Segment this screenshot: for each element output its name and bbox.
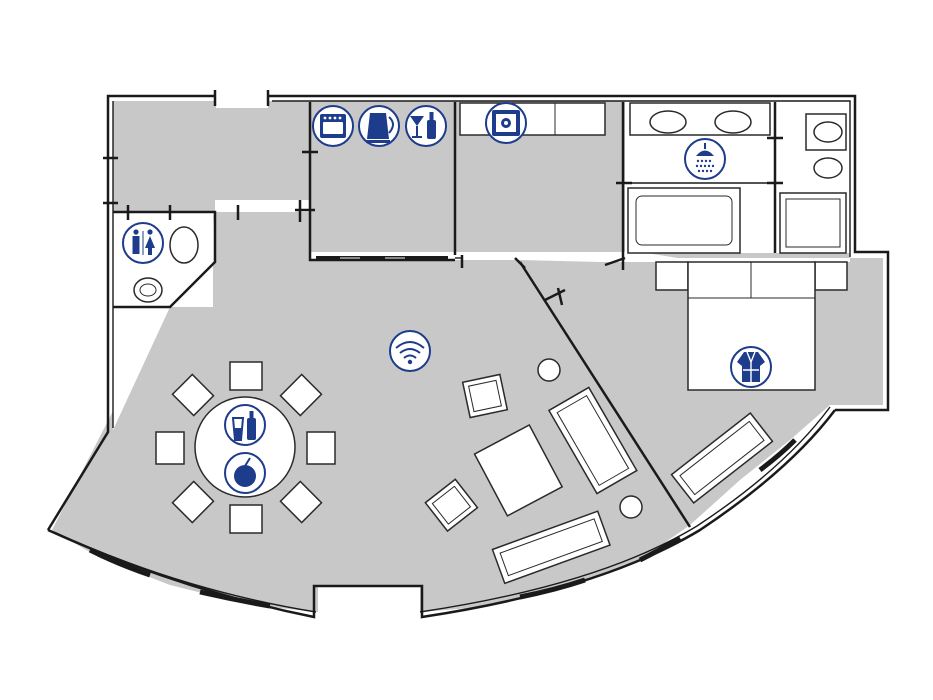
bedroom-furniture bbox=[655, 261, 848, 505]
wifi-icon bbox=[389, 330, 431, 372]
shower-icon bbox=[684, 138, 726, 180]
sofa-bottom bbox=[491, 510, 611, 585]
wc-sink bbox=[169, 226, 199, 264]
wc-toilet bbox=[133, 277, 163, 303]
bathroom-fixtures bbox=[627, 102, 847, 254]
armchair-top bbox=[461, 373, 509, 419]
entry-gap bbox=[216, 88, 268, 108]
bathrobe-icon bbox=[730, 346, 772, 388]
nightstand-left bbox=[655, 261, 689, 291]
bench-bedroom bbox=[670, 411, 774, 505]
restrooms-icon bbox=[122, 222, 164, 264]
lounge-floor bbox=[52, 212, 690, 612]
toilet bbox=[813, 121, 843, 143]
sink-right bbox=[714, 110, 752, 134]
oven-icon bbox=[312, 105, 354, 147]
side-table-1 bbox=[537, 358, 561, 382]
outer-walls bbox=[46, 94, 890, 619]
drinks-icon bbox=[224, 404, 266, 446]
dining-set bbox=[155, 361, 336, 534]
side-table-2 bbox=[619, 495, 643, 519]
sink-left bbox=[649, 110, 687, 134]
bedroom-floor bbox=[620, 258, 883, 525]
dining-chairs bbox=[155, 361, 336, 534]
dining-table bbox=[194, 396, 296, 498]
minibar-icon bbox=[405, 105, 447, 147]
kettle-icon bbox=[358, 105, 400, 147]
lounge-furniture bbox=[424, 358, 643, 585]
coffee-table bbox=[473, 423, 564, 517]
armchair-bottom bbox=[424, 478, 479, 533]
safe-cabinet bbox=[459, 102, 606, 136]
sofa-right bbox=[547, 386, 638, 495]
toilet-2 bbox=[813, 157, 843, 179]
guest-wc-fixtures bbox=[133, 226, 199, 303]
corridor-zone bbox=[113, 307, 170, 430]
interior-walls bbox=[103, 90, 783, 528]
nightstand-right bbox=[814, 261, 848, 291]
safe-icon bbox=[485, 102, 527, 144]
bathtub bbox=[627, 187, 741, 254]
fruit-icon bbox=[224, 452, 266, 494]
shower-tray bbox=[779, 192, 847, 254]
